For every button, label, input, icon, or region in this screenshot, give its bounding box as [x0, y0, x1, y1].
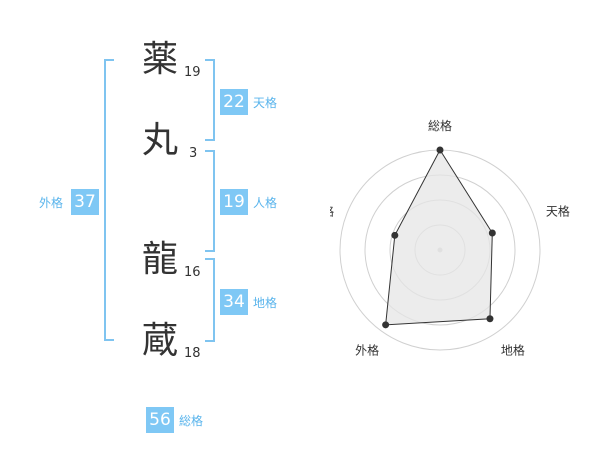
- tenkaku-label: 天格: [253, 96, 278, 110]
- radar-axis-label-1: 総格: [428, 118, 452, 133]
- radar-axis-label-4: 外格: [355, 342, 379, 357]
- tenkaku-value-badge: 22: [220, 89, 248, 115]
- stroke-count-1: 19: [184, 65, 201, 80]
- radar-point-1: [436, 146, 444, 154]
- soukaku-label: 総格: [179, 414, 204, 428]
- gaikaku-label: 外格: [39, 196, 64, 210]
- radar-axis-label-2: 天格: [546, 204, 570, 219]
- soukaku-value-badge: 56: [146, 407, 174, 433]
- radar-series: [385, 149, 493, 326]
- stroke-count-3: 16: [184, 265, 201, 280]
- radar-series-polygon: [385, 149, 493, 326]
- tenkaku-bracket: [205, 59, 215, 141]
- radar-point-2: [488, 229, 496, 237]
- jinkaku-value-badge: 19: [220, 189, 248, 215]
- radar-axis-label-3: 地格: [501, 342, 525, 357]
- chikaku-label: 地格: [253, 296, 278, 310]
- jinkaku-label: 人格: [253, 196, 278, 210]
- radar-point-5: [391, 231, 399, 239]
- radar-points: [382, 146, 496, 329]
- jinkaku-bracket: [205, 150, 215, 252]
- chikaku-value-badge: 34: [220, 289, 248, 315]
- name-char-2: 丸: [141, 120, 178, 161]
- name-char-1: 薬: [141, 39, 178, 80]
- radar-point-3: [486, 315, 494, 323]
- radar-point-4: [382, 321, 390, 329]
- gaikaku-bracket: [104, 59, 114, 341]
- name-char-3: 龍: [141, 239, 178, 280]
- stroke-count-2: 3: [189, 146, 198, 161]
- radar-axis-label-5: 人格: [330, 204, 334, 219]
- name-char-4: 蔵: [141, 320, 178, 361]
- stroke-count-4: 18: [184, 346, 201, 361]
- gaikaku-value-badge: 37: [71, 189, 99, 215]
- chikaku-bracket: [205, 258, 215, 342]
